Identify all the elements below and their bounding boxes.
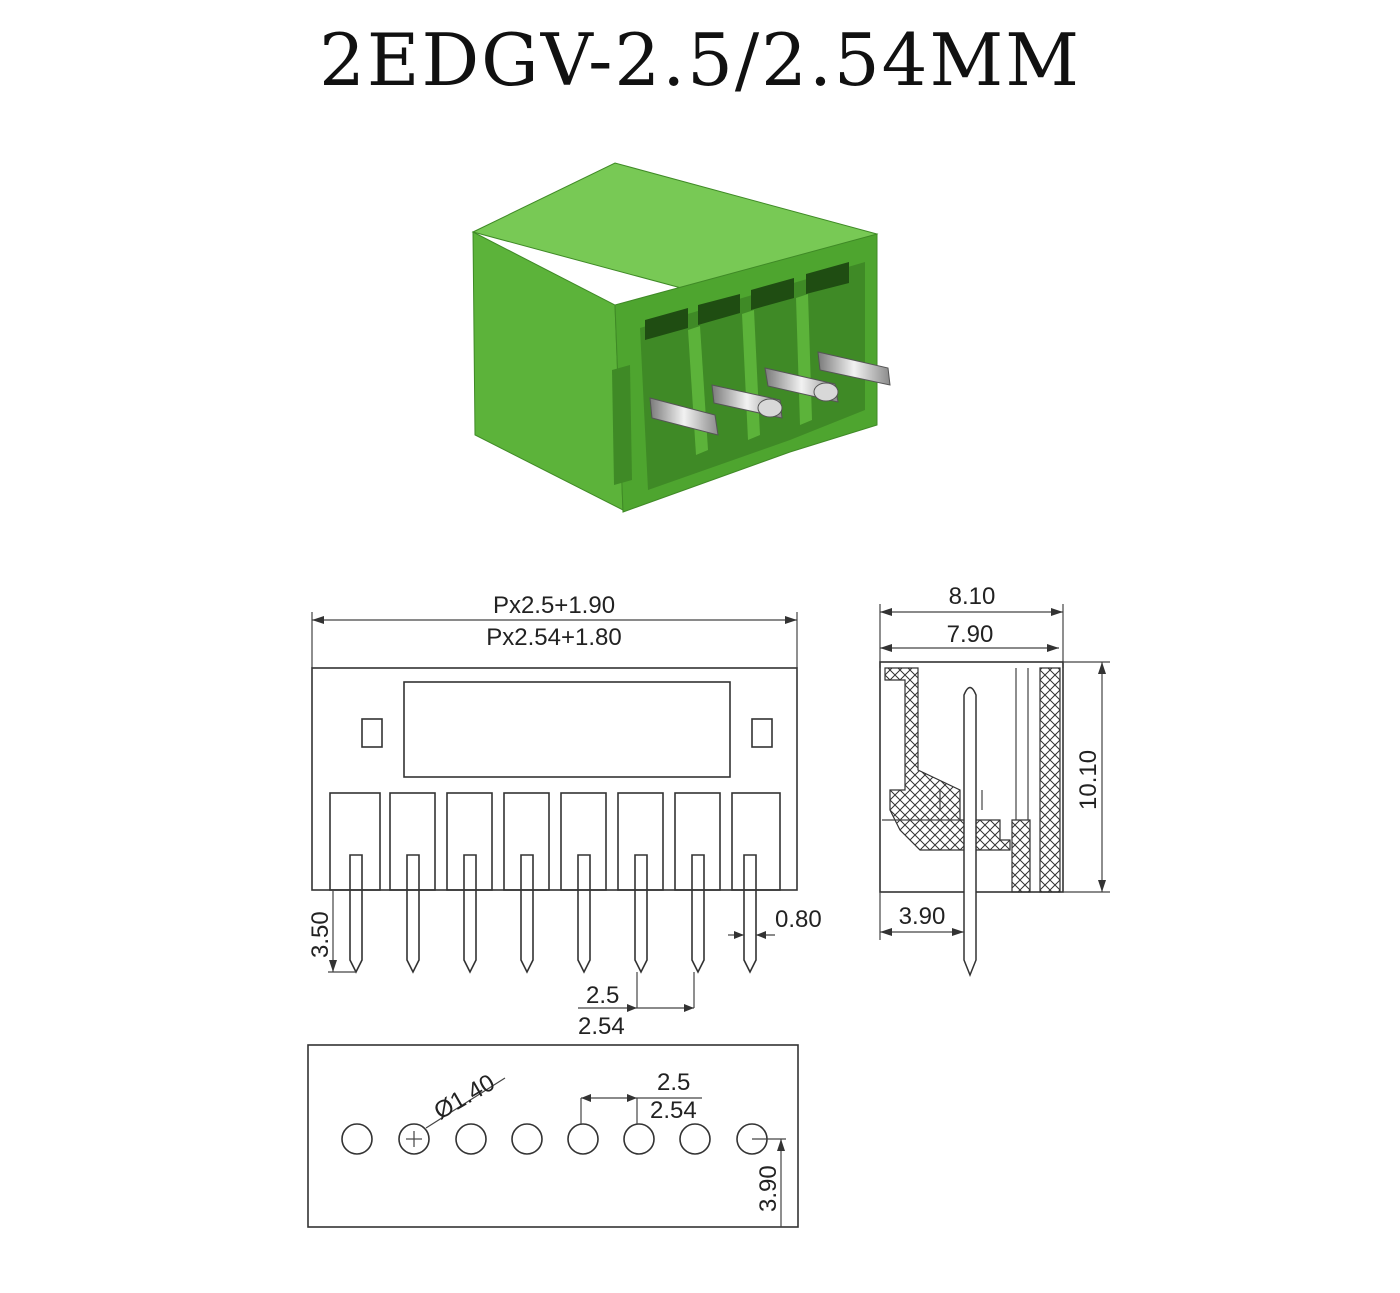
hole-diameter: Ø1.40 <box>430 1069 500 1125</box>
side-view: 8.10 7.90 10.10 3.90 <box>879 583 1110 978</box>
bottom-pitch-b: 2.54 <box>650 1097 697 1124</box>
connector-photo <box>471 162 891 513</box>
pin-width: 0.80 <box>775 906 822 933</box>
side-width-a: 8.10 <box>949 583 996 610</box>
pitch-a: 2.5 <box>586 982 619 1009</box>
side-pin-offset: 3.90 <box>899 903 946 930</box>
pitch-b: 2.54 <box>578 1013 625 1040</box>
bottom-pitch-a: 2.5 <box>657 1069 690 1096</box>
side-height: 10.10 <box>1075 750 1102 810</box>
front-pins <box>349 854 757 974</box>
front-view: Px2.5+1.90 Px2.54+1.80 <box>307 592 822 1040</box>
product-title: 2EDGV-2.5/2.54MM <box>319 18 1081 102</box>
front-width-a: Px2.5+1.90 <box>493 592 615 619</box>
bottom-offset: 3.90 <box>755 1165 782 1212</box>
pin-length: 3.50 <box>307 911 334 958</box>
bottom-holes <box>341 1123 768 1155</box>
bottom-view: Ø1.40 2.5 2.54 3.90 <box>307 1044 799 1228</box>
front-ribs <box>329 792 781 891</box>
side-width-b: 7.90 <box>947 621 994 648</box>
front-width-b: Px2.54+1.80 <box>486 624 621 651</box>
